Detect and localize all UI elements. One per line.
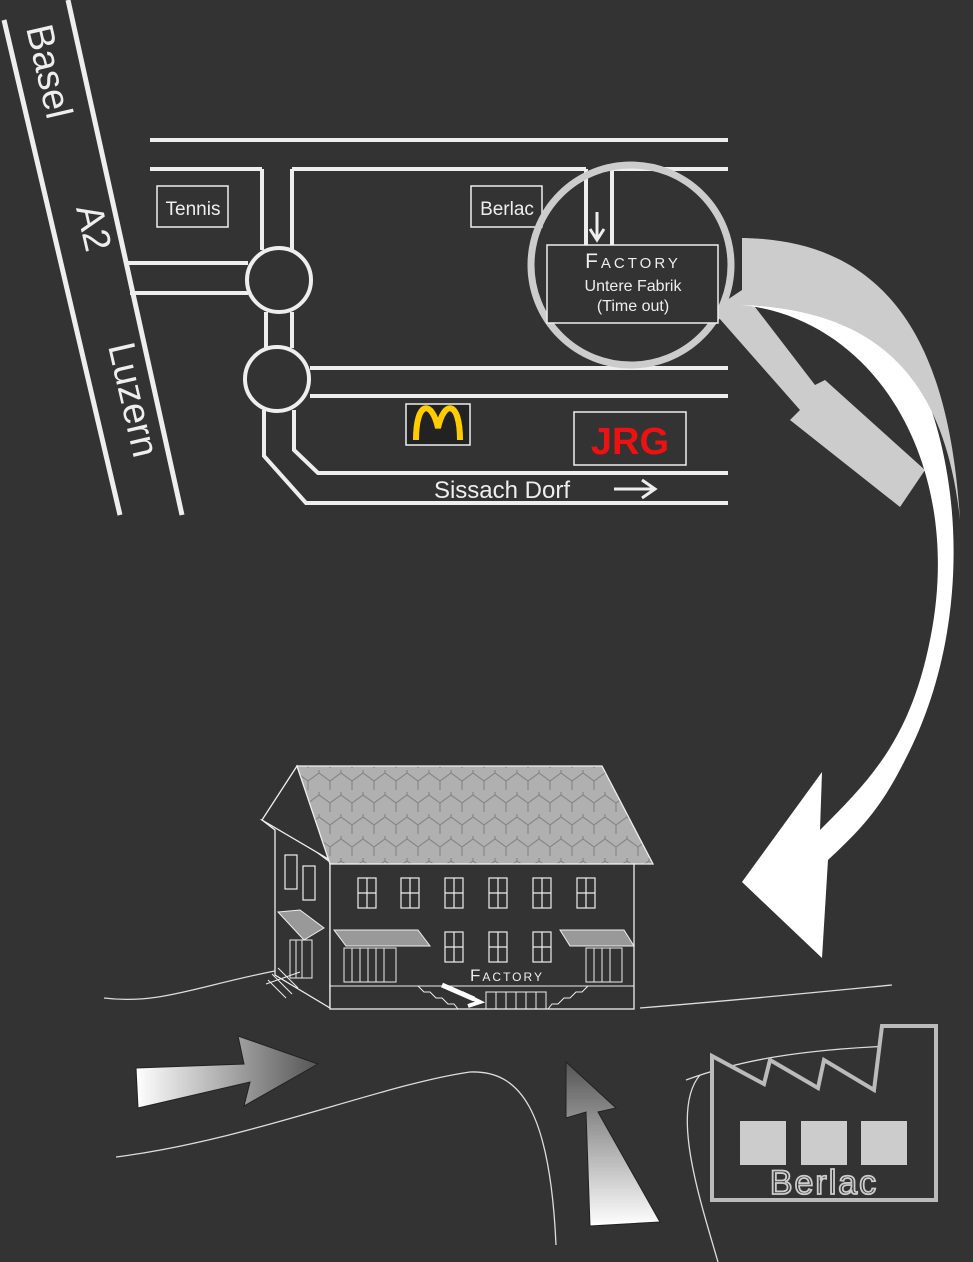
svg-text:Tennis: Tennis	[166, 199, 221, 220]
berlac-landmark: Berlac	[470, 185, 543, 228]
approach-arrow-up-icon	[565, 1060, 661, 1227]
approach-arrow-left-icon	[135, 1035, 320, 1109]
building-factory-sign: Factory	[470, 966, 544, 985]
highway-a2	[1, 0, 185, 516]
road-network	[126, 138, 728, 505]
factory-name: Factory	[585, 250, 681, 273]
label-a2: A2	[67, 201, 118, 256]
tennis-landmark: Tennis	[156, 185, 229, 228]
factory-subtitle: Untere Fabrik	[585, 278, 683, 295]
right-arrow-icon	[614, 478, 658, 500]
factory-building: Factory	[259, 764, 655, 1010]
down-arrow-icon	[588, 212, 606, 243]
scene-roads	[103, 969, 893, 1262]
berlac-sign: Berlac	[770, 1164, 878, 1202]
factory-note: (Time out)	[597, 298, 669, 315]
mcdonalds-logo	[405, 403, 471, 446]
berlac-factory-icon: Berlac	[710, 1024, 938, 1203]
magnifier-icon	[527, 161, 925, 507]
jrg-logo: JRG	[573, 411, 687, 466]
factory-label-box[interactable]: Factory Untere Fabrik (Time out)	[546, 244, 719, 324]
sissach-direction: Sissach Dorf	[434, 477, 570, 504]
svg-text:Berlac: Berlac	[480, 199, 534, 220]
svg-text:JRG: JRG	[591, 421, 669, 463]
curved-arrow-icon	[742, 238, 960, 958]
entrance-arrow-icon	[440, 982, 486, 1008]
